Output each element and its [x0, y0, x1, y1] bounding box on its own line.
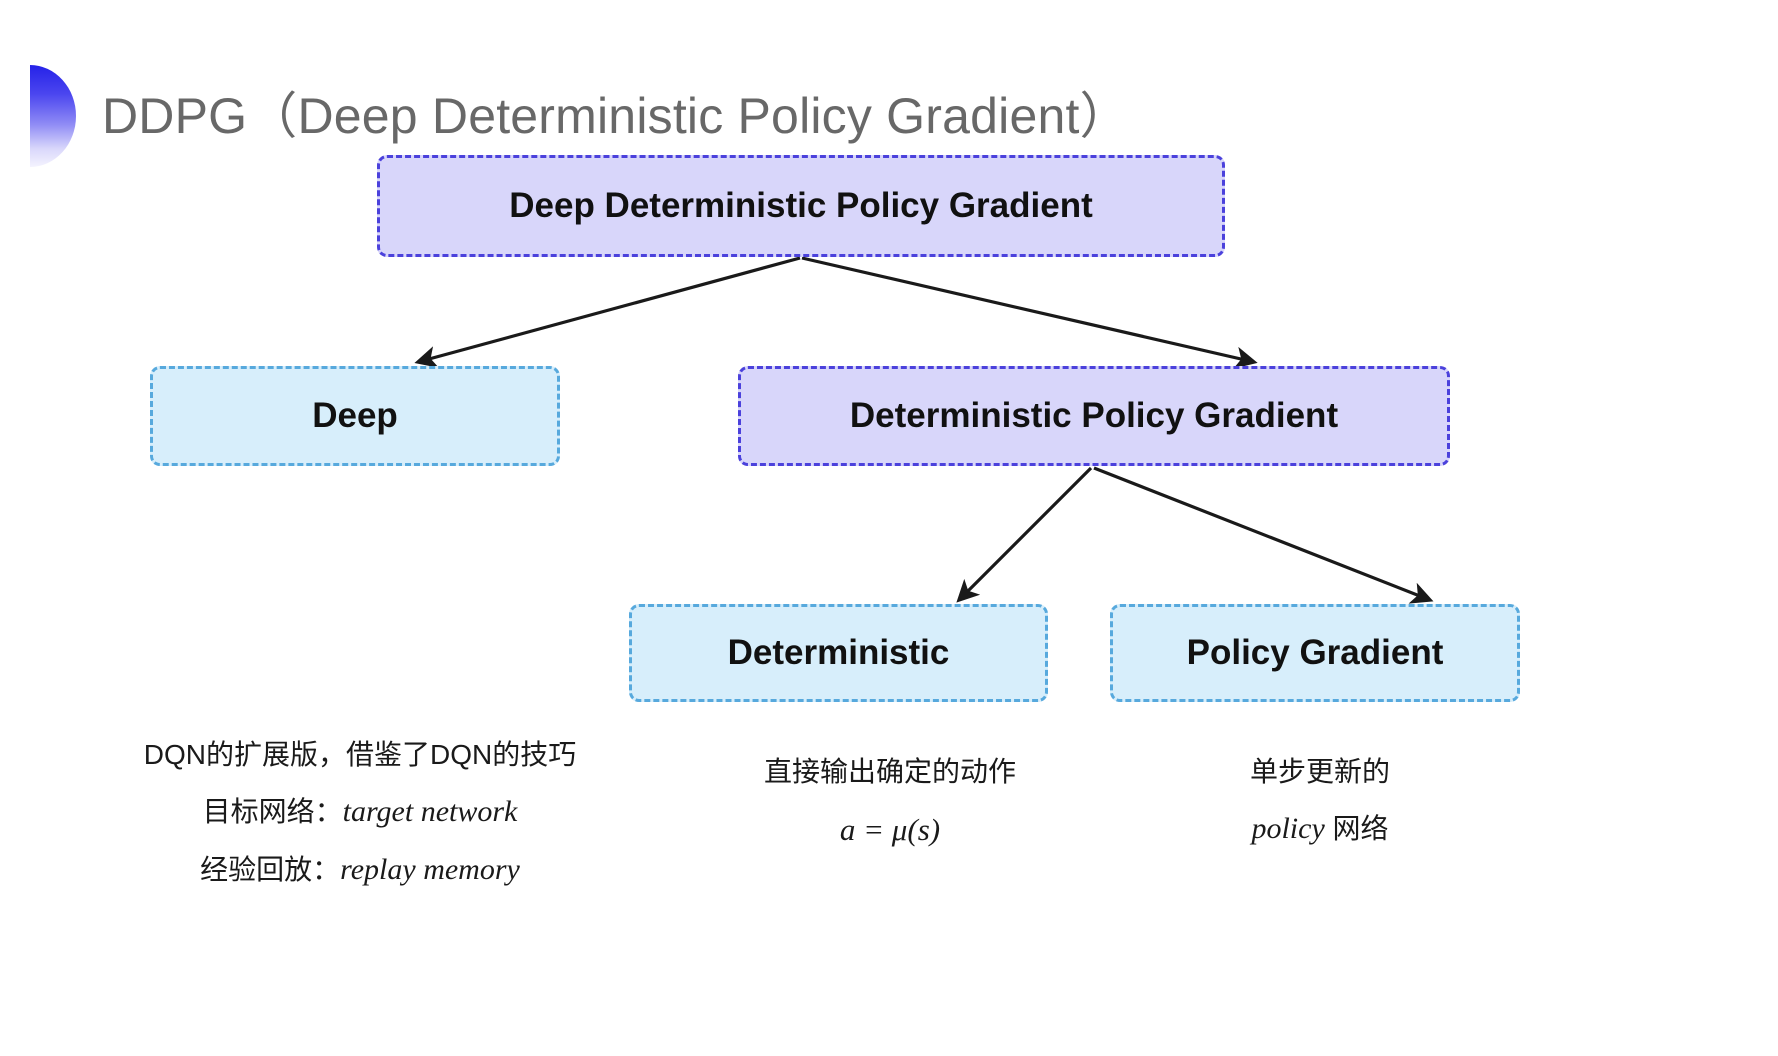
- edge-root-to-deep: [414, 256, 801, 368]
- caption-deep-branch: DQN的扩展版，借鉴了DQN的技巧 目标网络：target network 经验…: [130, 728, 590, 900]
- node-deep-deterministic-policy-gradient[interactable]: Deep Deterministic Policy Gradient: [377, 155, 1225, 257]
- caption-policy-gradient-line-2-tail: 网络: [1324, 812, 1389, 844]
- caption-deep-label-replay: 经验回放：: [200, 854, 341, 886]
- caption-deterministic-formula: a = μ(s): [839, 811, 941, 847]
- caption-policy-gradient-line-2: policy 网络: [1155, 800, 1485, 859]
- caption-deep-label-target: 目标网络：: [202, 795, 343, 827]
- node-policy-gradient[interactable]: Policy Gradient: [1110, 604, 1520, 702]
- node-deterministic-policy-gradient[interactable]: Deterministic Policy Gradient: [738, 366, 1450, 466]
- caption-deterministic-branch: 直接输出确定的动作 a = μ(s): [705, 745, 1075, 860]
- edge-dpg-to-deterministic: [956, 466, 1093, 603]
- caption-policy-gradient-term-policy: policy: [1251, 811, 1325, 845]
- page-title: DDPG（Deep Deterministic Policy Gradient）: [102, 88, 1130, 144]
- caption-deep-term-target-network: target network: [342, 794, 518, 828]
- caption-deep-line-1: DQN的扩展版，借鉴了DQN的技巧: [143, 739, 577, 770]
- node-deep[interactable]: Deep: [150, 366, 560, 466]
- edge-dpg-to-policy-gradient: [1093, 466, 1434, 604]
- caption-policy-gradient-line-1: 单步更新的: [1249, 756, 1390, 787]
- caption-deep-line-2: 目标网络：target network: [130, 783, 590, 842]
- slide-title-row: DDPG（Deep Deterministic Policy Gradient）: [30, 62, 1130, 170]
- caption-policy-gradient-branch: 单步更新的 policy 网络: [1155, 745, 1485, 858]
- caption-deep-line-3: 经验回放：replay memory: [130, 841, 590, 900]
- node-deterministic[interactable]: Deterministic: [629, 604, 1048, 702]
- caption-deterministic-line-1: 直接输出确定的动作: [763, 756, 1016, 787]
- caption-deep-term-replay-memory: replay memory: [340, 853, 520, 887]
- edge-root-to-dpg: [801, 256, 1258, 369]
